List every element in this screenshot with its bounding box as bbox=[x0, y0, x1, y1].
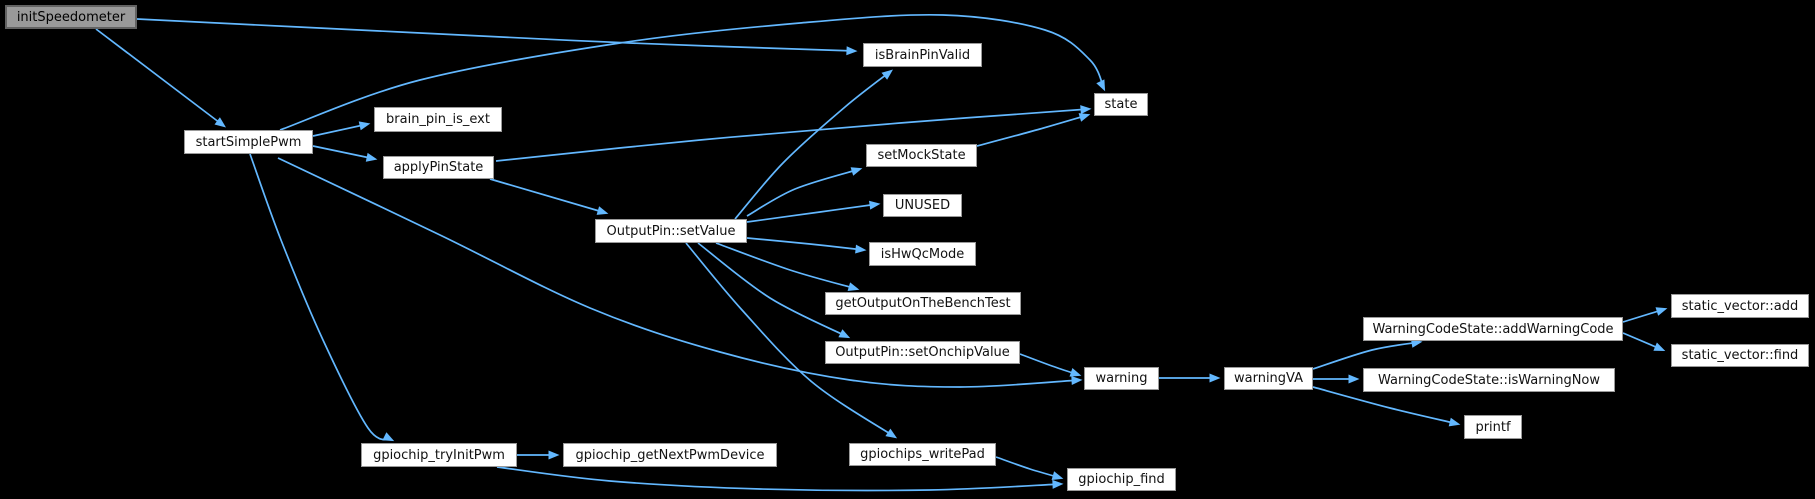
edge-OutputPin_setValue-to-UNUSED bbox=[746, 203, 879, 223]
graph-node-gpiochips_writePad[interactable]: gpiochips_writePad bbox=[849, 443, 996, 466]
graph-node-WarningCodeState_isWarningNow[interactable]: WarningCodeState::isWarningNow bbox=[1363, 368, 1615, 392]
arrowhead-startSimplePwm-to-brain_pin_is_ext bbox=[358, 121, 371, 131]
edge-OutputPin_setValue-to-OutputPin_setOnchipValue bbox=[697, 242, 849, 338]
graph-node-static_vector_add[interactable]: static_vector::add bbox=[1671, 294, 1809, 318]
graph-node-brain_pin_is_ext[interactable]: brain_pin_is_ext bbox=[374, 107, 502, 132]
arrowhead-gpiochips_writePad-to-gpiochip_find bbox=[1051, 471, 1064, 480]
arrowhead-warningVA-to-WarningCodeState_addWarningCode bbox=[1410, 339, 1423, 348]
graph-node-OutputPin_setOnchipValue[interactable]: OutputPin::setOnchipValue bbox=[825, 341, 1020, 364]
graph-node-gpiochip_getNextPwmDevice[interactable]: gpiochip_getNextPwmDevice bbox=[563, 443, 777, 467]
edge-warningVA-to-printf bbox=[1312, 386, 1459, 425]
graph-node-state[interactable]: state bbox=[1094, 93, 1148, 116]
graph-node-isHwQcMode[interactable]: isHwQcMode bbox=[869, 242, 976, 266]
graph-node-applyPinState[interactable]: applyPinState bbox=[383, 156, 494, 179]
graph-node-getOutputOnTheBenchTest[interactable]: getOutputOnTheBenchTest bbox=[825, 292, 1021, 315]
graph-node-gpiochip_tryInitPwm[interactable]: gpiochip_tryInitPwm bbox=[361, 443, 517, 467]
graph-node-warningVA[interactable]: warningVA bbox=[1224, 367, 1313, 390]
edge-OutputPin_setValue-to-getOutputOnTheBenchTest bbox=[715, 242, 858, 290]
graph-node-setMockState[interactable]: setMockState bbox=[866, 144, 977, 167]
arrowhead-startSimplePwm-to-warning bbox=[1071, 376, 1083, 385]
arrowhead-warningVA-to-WarningCodeState_isWarningNow bbox=[1348, 374, 1360, 384]
graph-node-OutputPin_setValue[interactable]: OutputPin::setValue bbox=[595, 219, 747, 243]
edge-gpiochip_tryInitPwm-to-gpiochip_find bbox=[496, 466, 1062, 492]
arrowhead-WarningCodeState_addWarningCode-to-static_vector_add bbox=[1655, 307, 1668, 316]
edge-OutputPin_setValue-to-isBrainPinValid bbox=[734, 70, 892, 220]
arrowhead-OutputPin_setValue-to-OutputPin_setOnchipValue bbox=[838, 329, 851, 339]
arrowhead-gpiochip_tryInitPwm-to-gpiochip_getNextPwmDevice bbox=[548, 450, 560, 460]
graph-node-WarningCodeState_addWarningCode[interactable]: WarningCodeState::addWarningCode bbox=[1363, 317, 1623, 341]
edge-startSimplePwm-to-warning bbox=[277, 157, 1081, 388]
graph-node-printf[interactable]: printf bbox=[1464, 415, 1522, 439]
graph-node-UNUSED[interactable]: UNUSED bbox=[883, 194, 962, 217]
arrowhead-applyPinState-to-state bbox=[1080, 105, 1092, 115]
edge-applyPinState-to-OutputPin_setValue bbox=[489, 178, 607, 214]
graph-node-gpiochip_find[interactable]: gpiochip_find bbox=[1067, 468, 1176, 491]
arrowhead-startSimplePwm-to-state bbox=[1096, 79, 1106, 92]
edge-OutputPin_setValue-to-setMockState bbox=[746, 168, 861, 217]
arrowhead-OutputPin_setValue-to-setMockState bbox=[850, 167, 863, 176]
arrowhead-WarningCodeState_addWarningCode-to-static_vector_find bbox=[1653, 342, 1666, 351]
graph-node-initSpeedometer[interactable]: initSpeedometer bbox=[5, 5, 137, 29]
arrowhead-OutputPin_setValue-to-isBrainPinValid bbox=[881, 69, 893, 80]
edge-startSimplePwm-to-state bbox=[279, 13, 1105, 131]
arrowhead-OutputPin_setValue-to-UNUSED bbox=[869, 200, 881, 210]
graph-node-warning[interactable]: warning bbox=[1084, 367, 1159, 390]
arrowhead-initSpeedometer-to-startSimplePwm bbox=[214, 117, 226, 128]
arrowhead-warningVA-to-printf bbox=[1448, 417, 1461, 427]
edge-startSimplePwm-to-applyPinState bbox=[312, 145, 376, 160]
arrowhead-startSimplePwm-to-gpiochip_tryInitPwm bbox=[382, 432, 395, 442]
edge-initSpeedometer-to-isBrainPinValid bbox=[136, 18, 856, 52]
edge-applyPinState-to-state bbox=[495, 108, 1090, 162]
graph-node-isBrainPinValid[interactable]: isBrainPinValid bbox=[863, 43, 982, 67]
arrowhead-setMockState-to-state bbox=[1078, 113, 1091, 122]
graph-node-startSimplePwm[interactable]: startSimplePwm bbox=[184, 130, 313, 154]
edge-OutputPin_setValue-to-gpiochips_writePad bbox=[685, 242, 896, 438]
edge-OutputPin_setOnchipValue-to-warning bbox=[1019, 353, 1080, 376]
graph-node-static_vector_find[interactable]: static_vector::find bbox=[1671, 344, 1809, 367]
arrowhead-initSpeedometer-to-isBrainPinValid bbox=[846, 46, 858, 56]
edge-OutputPin_setValue-to-isHwQcMode bbox=[746, 237, 865, 251]
edge-startSimplePwm-to-brain_pin_is_ext bbox=[312, 123, 369, 137]
edge-warningVA-to-WarningCodeState_addWarningCode bbox=[1312, 341, 1421, 370]
arrowhead-OutputPin_setOnchipValue-to-warning bbox=[1069, 368, 1082, 377]
edge-startSimplePwm-to-gpiochip_tryInitPwm bbox=[249, 153, 393, 441]
arrowhead-warning-to-warningVA bbox=[1209, 373, 1221, 383]
arrowhead-OutputPin_setValue-to-isHwQcMode bbox=[855, 244, 867, 254]
arrowhead-applyPinState-to-OutputPin_setValue bbox=[596, 206, 609, 215]
arrowhead-OutputPin_setValue-to-gpiochips_writePad bbox=[885, 428, 898, 439]
edge-setMockState-to-state bbox=[976, 114, 1089, 147]
arrowhead-gpiochip_tryInitPwm-to-gpiochip_find bbox=[1052, 479, 1064, 489]
arrowhead-startSimplePwm-to-applyPinState bbox=[365, 152, 378, 162]
arrowhead-OutputPin_setValue-to-getOutputOnTheBenchTest bbox=[847, 282, 860, 291]
edge-initSpeedometer-to-startSimplePwm bbox=[95, 28, 225, 127]
edge-gpiochips_writePad-to-gpiochip_find bbox=[995, 456, 1062, 479]
